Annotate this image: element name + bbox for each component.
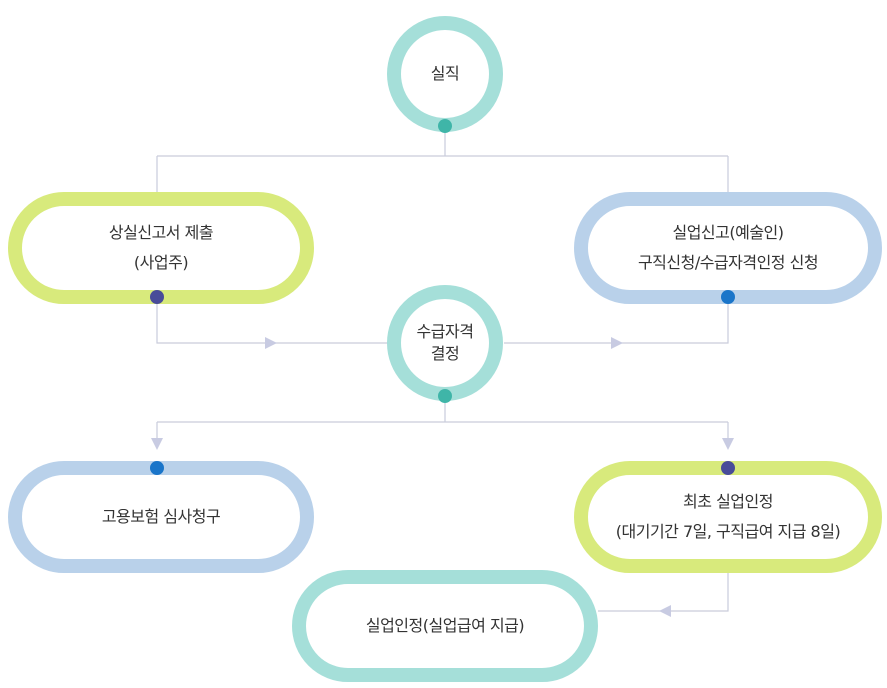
node-insurance-review-label: 고용보험 심사청구 [101, 507, 221, 526]
node-job-loss: 실직 [387, 16, 503, 132]
connector-unemployment-report-to-decision [504, 297, 729, 344]
connector-dot [150, 461, 164, 475]
arrow-right-icon [611, 337, 623, 349]
node-unemployment-report-line1: 실업신고(예술인) [672, 223, 784, 242]
connector-dot [438, 119, 452, 133]
connector-dot [438, 389, 452, 403]
connector-dot [721, 290, 735, 304]
connector-job-loss-split [156, 128, 729, 196]
arrow-left-icon [659, 605, 671, 617]
node-job-loss-label: 실직 [430, 64, 460, 83]
connector-dot [721, 461, 735, 475]
node-unemployment-report-line2: 구직신청/수급자격인정 신청 [637, 253, 819, 272]
node-eligibility-decision-line1: 수급자격 [416, 322, 474, 341]
node-report-loss-line1: 상실신고서 제출 [108, 223, 214, 242]
node-first-recognition: 최초 실업인정 (대기기간 7일, 구직급여 지급 8일) [574, 461, 882, 573]
node-eligibility-decision-line2: 결정 [430, 344, 460, 363]
arrow-right-icon [265, 337, 277, 349]
node-unemployment-report: 실업신고(예술인) 구직신청/수급자격인정 신청 [574, 192, 882, 304]
node-eligibility-decision: 수급자격 결정 [387, 285, 503, 401]
connector-report-to-decision [156, 297, 388, 344]
node-unemployment-recognition-label: 실업인정(실업급여 지급) [365, 616, 525, 635]
node-first-recognition-line1: 최초 실업인정 [683, 492, 773, 511]
node-insurance-review: 고용보험 심사청구 [8, 461, 314, 573]
node-report-loss-line2: (사업주) [133, 253, 189, 272]
connector-first-to-recognition [598, 568, 729, 612]
arrow-down-icon [151, 438, 163, 450]
node-report-loss: 상실신고서 제출 (사업주) [8, 192, 314, 304]
node-unemployment-recognition: 실업인정(실업급여 지급) [292, 570, 598, 682]
node-first-recognition-line2: (대기기간 7일, 구직급여 지급 8일) [615, 522, 841, 541]
connector-decision-split [156, 397, 729, 440]
arrow-down-icon [722, 438, 734, 450]
connector-dot [150, 290, 164, 304]
